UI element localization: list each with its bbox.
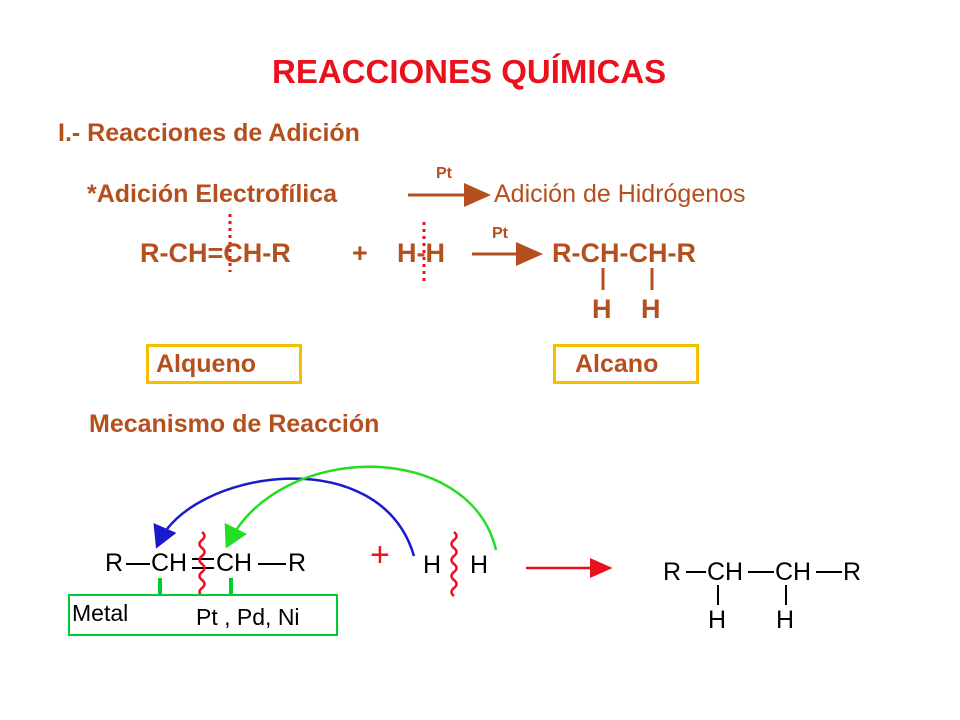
mech-h-left: H (423, 551, 442, 579)
alkane-label: Alcano (575, 350, 659, 378)
metal-list: Pt , Pd, Ni (196, 604, 300, 630)
mech-r-right: R (288, 549, 307, 577)
blue-curved-arrow (153, 477, 416, 557)
mech-ch1: CH (151, 549, 188, 577)
mech-r-left: R (105, 549, 124, 577)
wavy-cut-double-bond (198, 531, 206, 597)
metal-catalyst-box (68, 594, 338, 636)
subsection-catalyst: Pt (436, 165, 452, 182)
subsection-result: Adición de Hidrógenos (494, 180, 746, 208)
subsection-label: *Adición Electrofílica (87, 180, 338, 208)
alkene-label-box (146, 344, 302, 384)
mech-product-r-left: R (663, 558, 682, 586)
section-heading: I.- Reacciones de Adición (58, 119, 360, 147)
wavy-cut-h-h (450, 531, 458, 597)
equation-product-h1: H (592, 294, 612, 324)
equation-reactant-alkene: R-CH=CH-R (140, 238, 291, 268)
mech-product-r-right: R (843, 558, 862, 586)
equation-product-alkane: R-CH-CH-R (552, 238, 696, 268)
mech-h-right: H (470, 551, 489, 579)
equation-plus: + (352, 238, 368, 268)
green-curved-arrow (224, 465, 498, 551)
mech-product-h1: H (708, 606, 727, 634)
mech-product-ch1: CH (707, 558, 744, 586)
alkane-label-box (553, 344, 699, 384)
mechanism-title: Mecanismo de Reacción (89, 410, 380, 438)
alkene-label: Alqueno (156, 350, 256, 378)
mech-product-ch2: CH (775, 558, 812, 586)
mech-product-h2: H (776, 606, 795, 634)
equation-catalyst: Pt (492, 225, 508, 242)
mech-ch2: CH (216, 549, 253, 577)
equation-product-h2: H (641, 294, 661, 324)
equation-reactant-hydrogen: H-H (397, 238, 445, 268)
page-title: REACCIONES QUÍMICAS (272, 53, 667, 90)
mech-plus: + (370, 536, 390, 574)
metal-label: Metal (72, 600, 129, 626)
